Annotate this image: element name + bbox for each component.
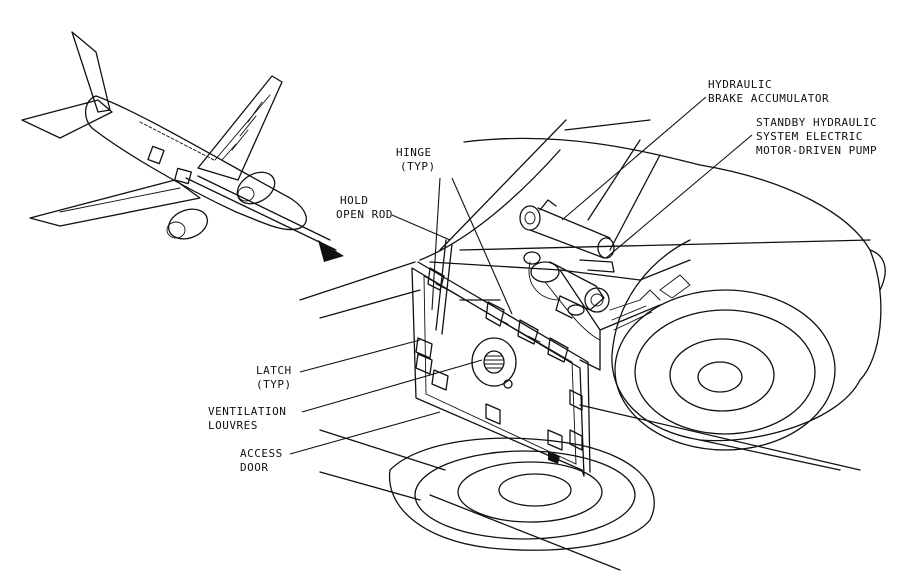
wheel-well (429, 259, 691, 371)
label-ventilation-louvres: VENTILATION LOUVRES (208, 405, 293, 432)
leader-hinge-2 (451, 177, 513, 315)
standby-pump (523, 251, 615, 341)
label-standby-pump: STANDBY HYDRAULIC SYSTEM ELECTRIC MOTOR-… (756, 116, 884, 157)
wing-left (29, 179, 201, 227)
latches (415, 337, 583, 464)
leader-lines (289, 96, 753, 455)
lower-wheel (388, 437, 655, 551)
brake-accumulator (519, 199, 615, 259)
label-latch: LATCH (TYP) (256, 364, 299, 391)
callout-labels: HYDRAULIC BRAKE ACCUMULATOR STANDBY HYDR… (208, 78, 884, 474)
engine-right (236, 171, 276, 205)
locator-arrowhead (318, 240, 344, 262)
fuselage-door (147, 145, 165, 165)
leader-louvres (301, 359, 483, 413)
label-hinge: HINGE (TYP) (396, 146, 439, 173)
leader-hold-open-rod (391, 214, 451, 241)
hold-open-rod (435, 239, 447, 331)
fuselage-windows (139, 121, 215, 161)
leader-pump (605, 134, 753, 259)
structure-lines (299, 119, 871, 571)
locator-arrow-shaft (185, 177, 337, 251)
leader-accumulator (561, 96, 707, 221)
airplane-locator (21, 31, 344, 262)
location-marker (174, 167, 192, 185)
main-gear-wheel (611, 164, 886, 451)
label-hold-open-rod: HOLD OPEN ROD (336, 194, 393, 221)
access-door (411, 239, 591, 477)
leader-latch (299, 339, 421, 373)
label-access-door: ACCESS DOOR (240, 447, 290, 474)
leader-access-door (289, 411, 441, 455)
ventilation-louvre (471, 337, 517, 389)
leader-hinge-1 (431, 177, 441, 311)
engine-left (167, 208, 209, 240)
wing-right (197, 75, 283, 181)
hinge-plates (427, 267, 569, 363)
label-hydraulic-accumulator: HYDRAULIC BRAKE ACCUMULATOR (708, 78, 829, 105)
